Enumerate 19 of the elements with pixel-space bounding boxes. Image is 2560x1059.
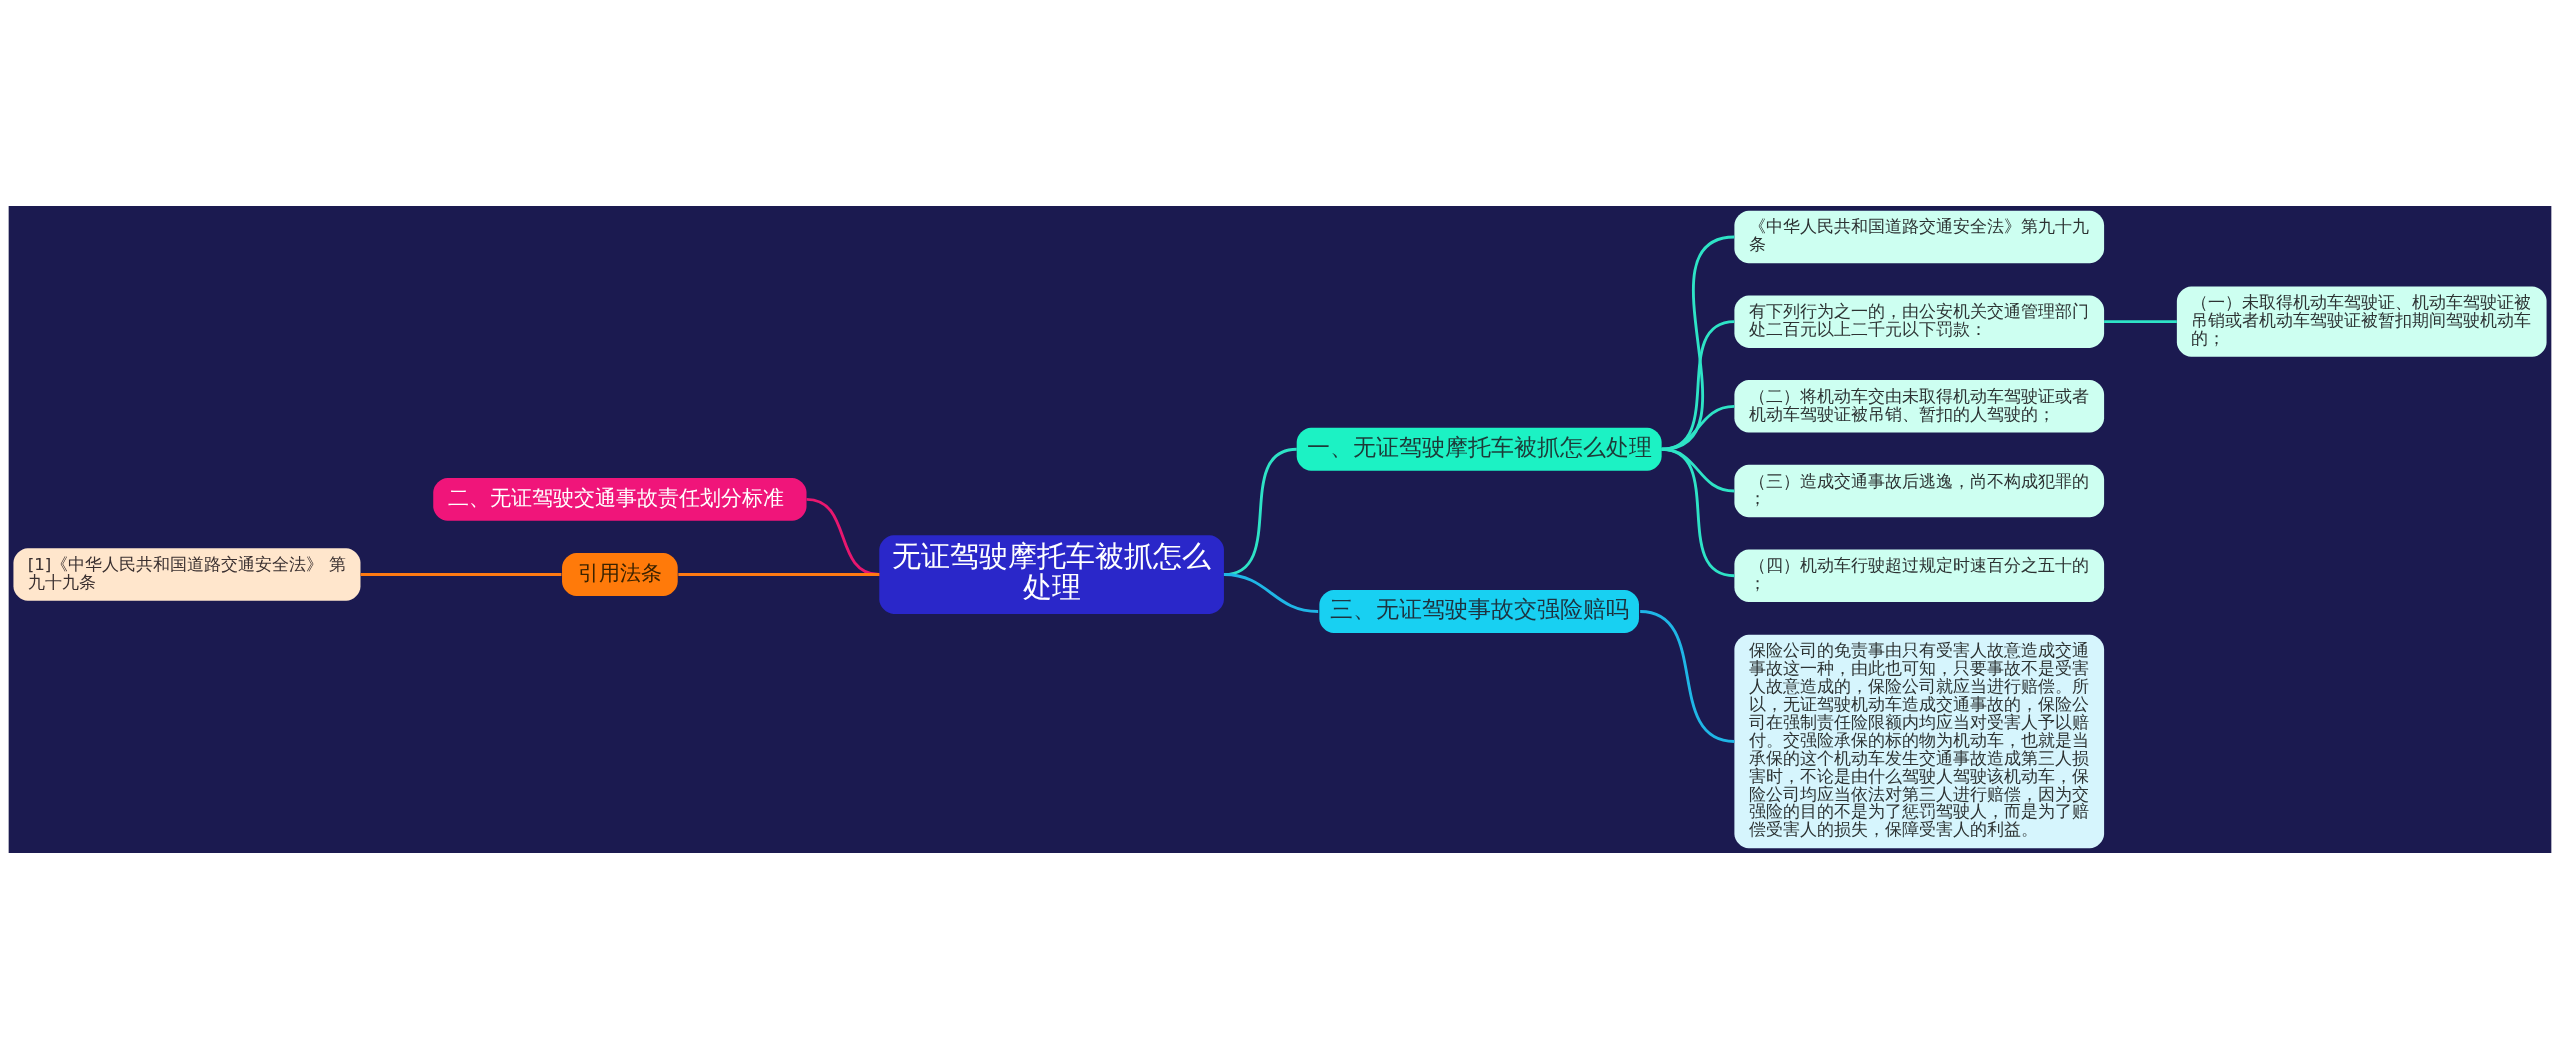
node-box: [1]《中华人民共和国道路交通安全法》 第九十九条 [13, 548, 361, 601]
node-box: 一、无证驾驶摩托车被抓怎么处理 [1296, 427, 1662, 471]
node-box: （二）将机动车交由未取得机动车驾驶证或者机动车驾驶证被吊销、暂扣的人驾驶的； [1734, 380, 2105, 433]
connector [1661, 447, 1735, 578]
node-box: （一）未取得机动车驾驶证、机动车驾驶证被吊销或者机动车驾驶证被暂扣期间驾驶机动车的； [2176, 286, 2547, 357]
node-box: 《中华人民共和国道路交通安全法》第九十九条 [1734, 210, 2105, 264]
node-box: （四）机动车行驶超过规定时速百分之五十的； [1734, 549, 2105, 602]
node-box: 三、无证驾驶事故交强险赔吗 [1319, 590, 1639, 633]
node-box: 引用法条 [562, 553, 678, 596]
connector [1639, 610, 1735, 743]
node-box: 无证驾驶摩托车被抓怎么处理 [879, 535, 1224, 614]
node-box: 保险公司的免责事由只有受害人故意造成交通事故这一种，由此也可知，只要事故不是受害人故意造成的，保险公司就应当进行赔偿。所以，无证驾驶机动车造成交通事故的，保险公司在强制责任险限额内均应当对受害人予以赔付。交强险承保的标的物为机动车，也就是当承保的这个机动车发生交通事故造成第三人损害时，不论是由什么驾驶人驾驶该机动车，保险公司均应当依法对第三人进行赔偿，因为交强险的目的不是为了惩罚驾驶人，而是为了赔偿受害人的损失，保障受害人的利益。 [1734, 634, 2105, 849]
connector [1223, 573, 1319, 613]
node-box: （三）造成交通事故后逃逸，尚不构成犯罪的； [1734, 464, 2105, 518]
connector [678, 573, 880, 576]
connector [2104, 320, 2177, 324]
node-box: 有下列行为之一的，由公安机关交通管理部门处二百元以上二千元以下罚款： [1734, 295, 2105, 348]
connector [360, 573, 562, 576]
node-box: 二、无证驾驶交通事故责任划分标准 [433, 477, 807, 521]
